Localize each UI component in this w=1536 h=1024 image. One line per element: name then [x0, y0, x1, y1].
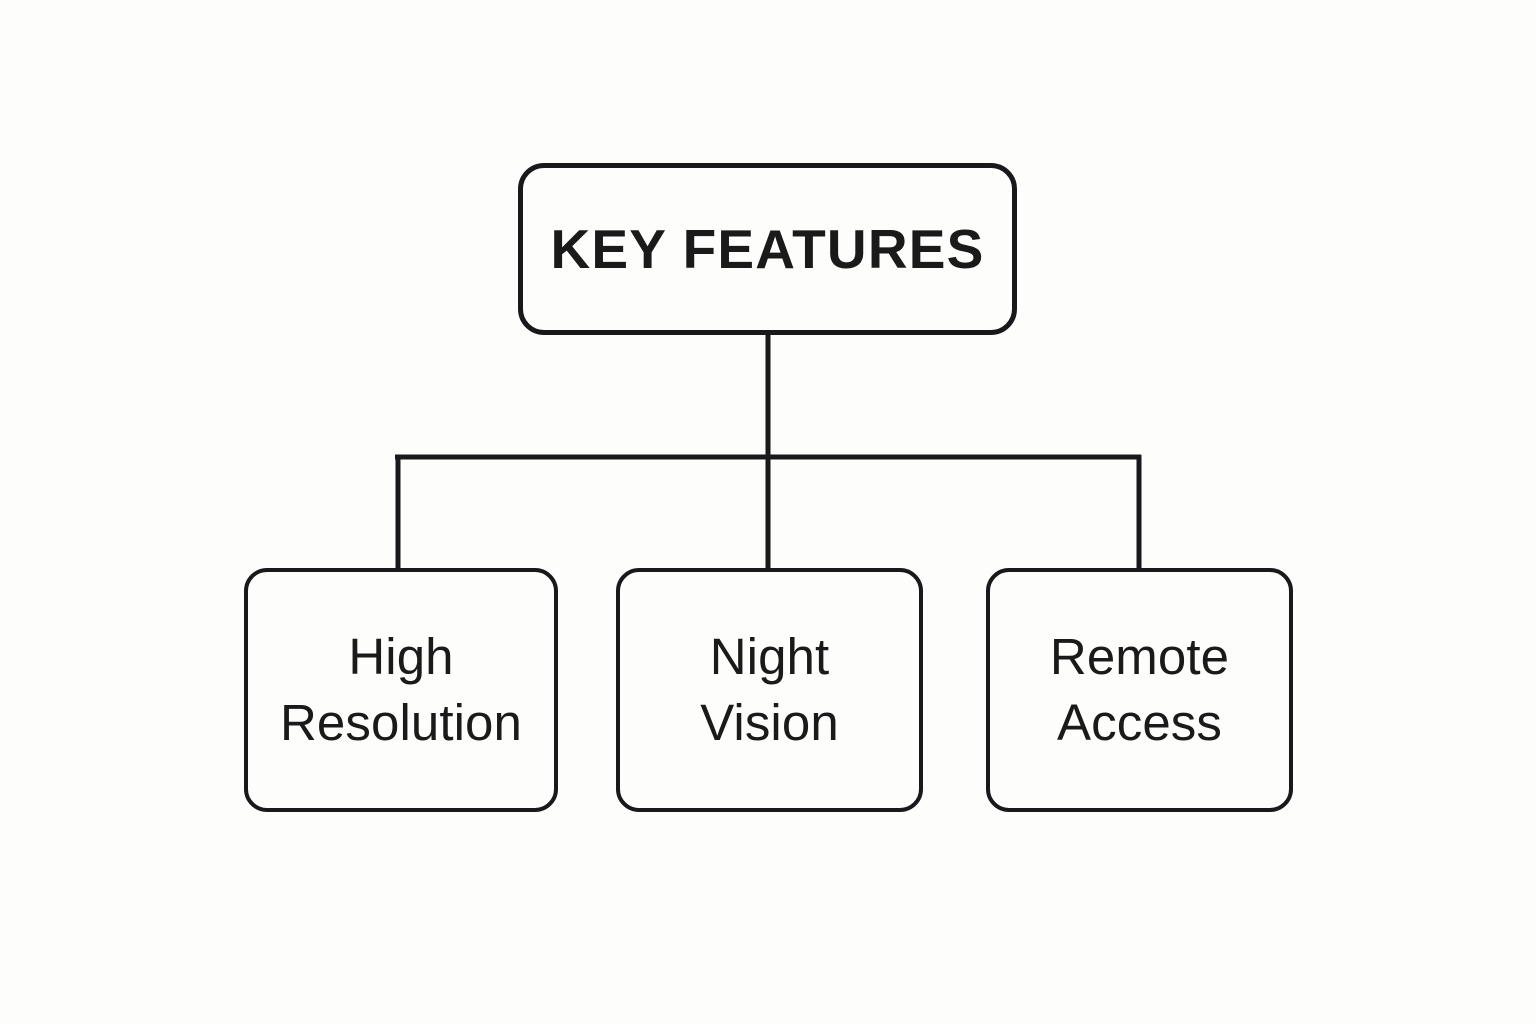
node-high-resolution-line1: High [348, 628, 454, 685]
node-remote-access-label: Remote Access [1040, 624, 1239, 756]
node-night-vision[interactable]: Night Vision [616, 568, 923, 812]
node-key-features[interactable]: KEY FEATURES [518, 163, 1017, 335]
node-night-vision-label: Night Vision [690, 624, 849, 756]
node-remote-access[interactable]: Remote Access [986, 568, 1293, 812]
node-high-resolution-label: High Resolution [270, 624, 532, 756]
node-high-resolution[interactable]: High Resolution [244, 568, 558, 812]
node-night-vision-line2: Vision [700, 694, 839, 751]
node-remote-access-line2: Access [1057, 694, 1222, 751]
node-remote-access-line1: Remote [1049, 628, 1230, 685]
node-high-resolution-line2: Resolution [280, 694, 522, 751]
node-key-features-label: KEY FEATURES [550, 217, 985, 280]
node-night-vision-line1: Night [709, 628, 830, 685]
